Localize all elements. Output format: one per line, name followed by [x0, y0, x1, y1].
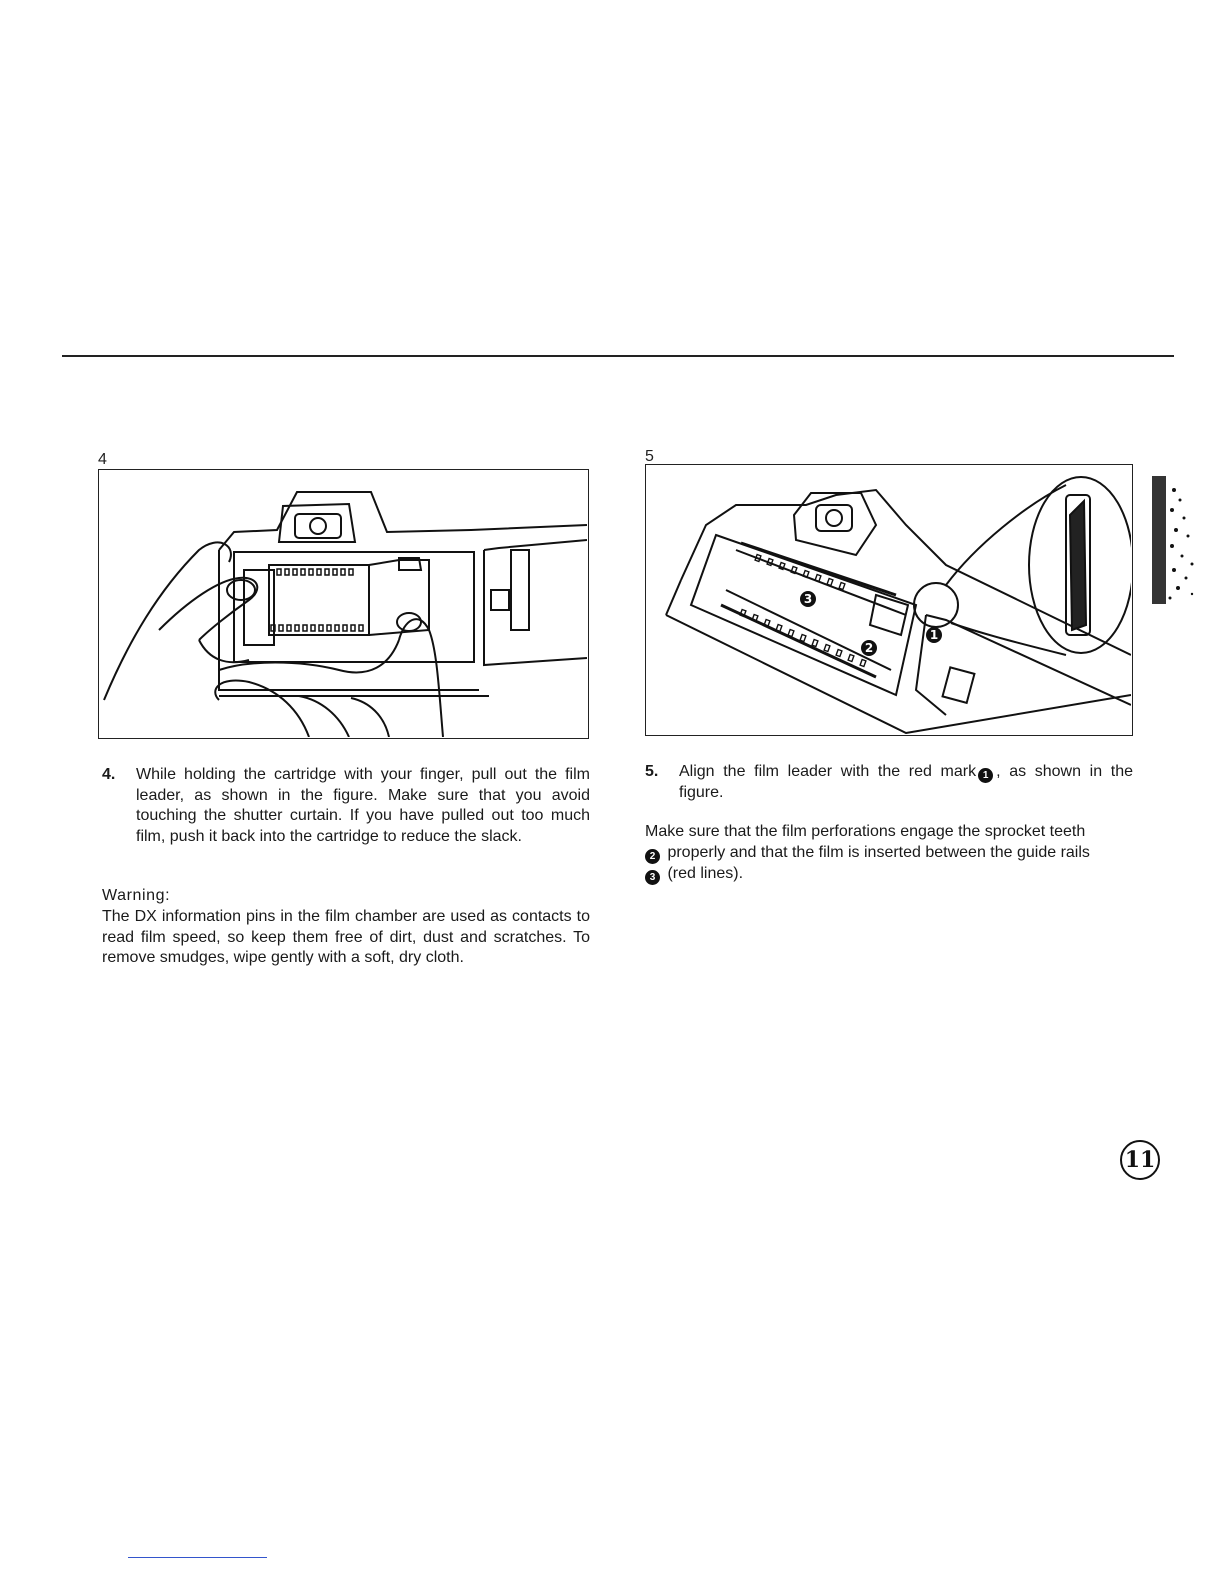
figure-5-illustration: 3 2 1 [645, 464, 1133, 736]
camera-film-leader-drawing [103, 491, 587, 737]
figure-4-number: 4 [98, 451, 107, 468]
figure-5-callout-2: 2 [865, 641, 873, 655]
step-5-number: 5. [645, 763, 659, 780]
step-4: 4. While holding the cartridge with your… [102, 765, 590, 847]
note-part-2: properly and that the film is inserted b… [667, 843, 1090, 861]
note-part-1: Make sure that the film perforations eng… [645, 823, 1086, 840]
figure-5-callout-3: 3 [804, 592, 812, 606]
header-rule [62, 355, 1174, 357]
figure-5-number: 5 [645, 448, 654, 465]
callout-2-icon: 2 [645, 848, 660, 864]
warning-text: The DX information pins in the film cham… [102, 908, 590, 966]
section-tab-graphic [1152, 476, 1194, 604]
step-4-number: 4. [102, 766, 116, 783]
step-5-text-before: Align the film leader with the red mark [679, 763, 977, 780]
callout-1-icon: 1 [978, 768, 994, 783]
step-5: 5. Align the film leader with the red ma… [645, 762, 1133, 804]
callout-3-icon: 3 [645, 869, 660, 885]
page-number: 11 [1120, 1140, 1160, 1180]
step-5-text-after: , as shown in the figure. [679, 763, 1133, 801]
note-part-3: (red lines). [667, 864, 744, 882]
footer-rule [128, 1557, 267, 1558]
step-4-text: While holding the cartridge with your fi… [136, 766, 590, 845]
figure-4-illustration [98, 469, 589, 739]
perforation-note: Make sure that the film perforations eng… [645, 822, 1133, 885]
figure-5-callout-1: 1 [930, 628, 938, 642]
warning-heading: Warning: [102, 887, 171, 904]
camera-film-alignment-drawing: 3 2 1 [665, 476, 1131, 734]
